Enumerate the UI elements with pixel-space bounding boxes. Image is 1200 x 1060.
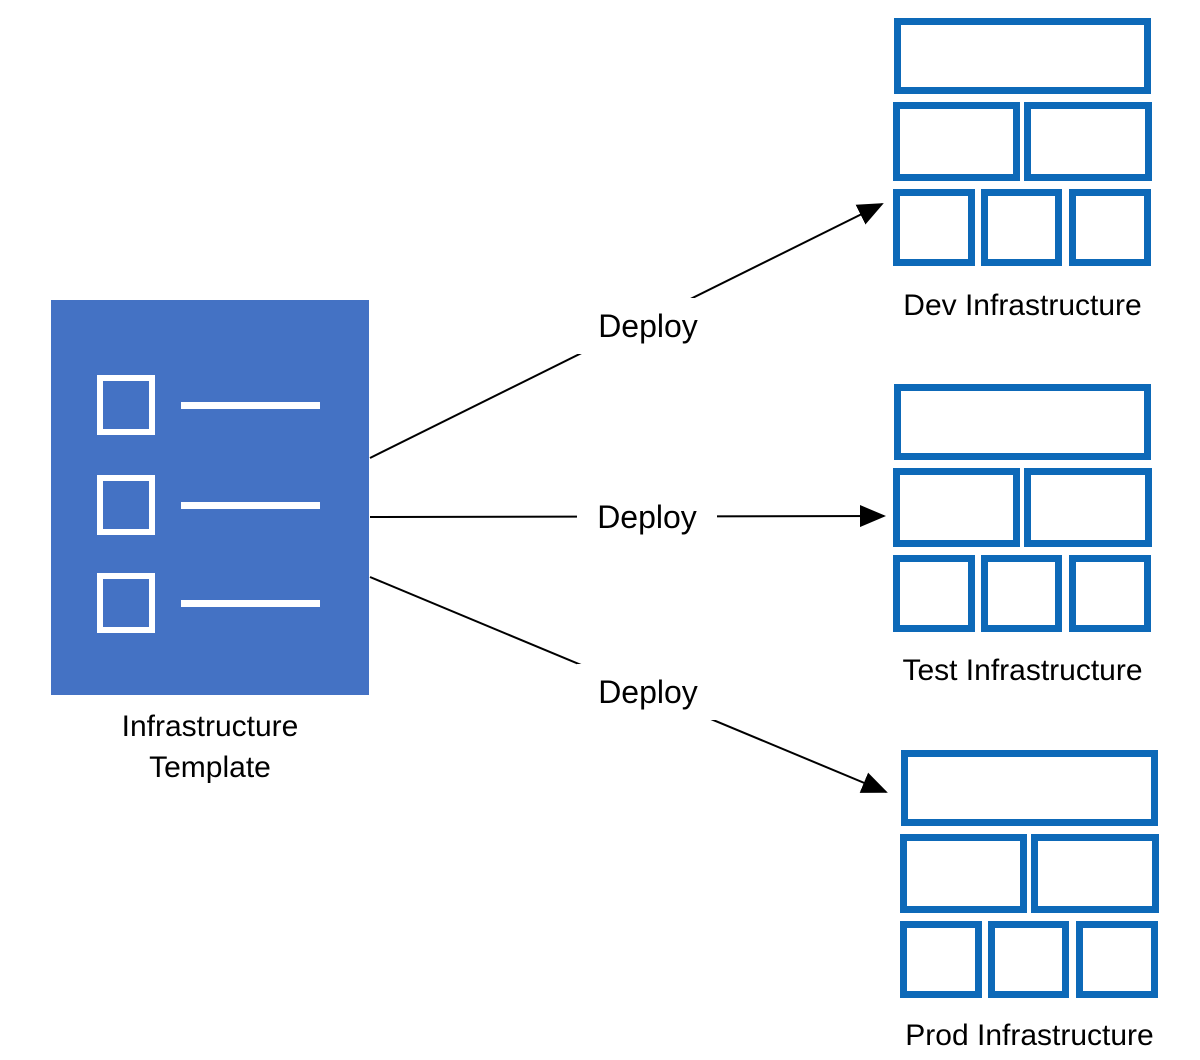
infrastructure-template-shape: [51, 300, 369, 695]
brick: [894, 384, 1151, 460]
deploy-label-dev: Deploy: [577, 298, 719, 354]
brick: [1024, 468, 1152, 547]
brick: [988, 921, 1069, 998]
infrastructure-template-label: Infrastructure Template: [51, 706, 369, 788]
checklist-row: [51, 475, 369, 535]
brick: [1069, 555, 1151, 632]
checklist-row: [51, 573, 369, 633]
brick: [981, 555, 1062, 632]
brick: [901, 750, 1158, 826]
checkbox-icon: [97, 475, 155, 535]
test-infrastructure-label: Test Infrastructure: [902, 654, 1143, 687]
brick: [893, 468, 1020, 547]
brick: [1031, 834, 1159, 913]
brick: [1024, 102, 1152, 181]
dev-infrastructure-label: Dev Infrastructure: [903, 289, 1142, 322]
brick: [1076, 921, 1158, 998]
prod-infrastructure-label: Prod Infrastructure: [905, 1019, 1154, 1052]
brick: [1069, 189, 1151, 266]
template-label-line1: Infrastructure: [121, 710, 299, 743]
deploy-label-test: Deploy: [577, 490, 717, 544]
prod-infrastructure-shape: [900, 750, 1159, 998]
list-line-icon: [181, 402, 320, 409]
brick: [893, 189, 975, 266]
brick: [893, 102, 1020, 181]
checklist-row: [51, 375, 369, 435]
brick: [893, 555, 975, 632]
list-line-icon: [181, 502, 320, 509]
checkbox-icon: [97, 375, 155, 435]
list-line-icon: [181, 600, 320, 607]
template-label-line2: Template: [149, 751, 271, 784]
brick: [894, 18, 1151, 94]
brick: [900, 921, 982, 998]
deploy-label-prod: Deploy: [577, 664, 719, 720]
brick: [981, 189, 1062, 266]
test-infrastructure-shape: [893, 384, 1152, 632]
checkbox-icon: [97, 573, 155, 633]
brick: [900, 834, 1027, 913]
dev-infrastructure-shape: [893, 18, 1152, 266]
